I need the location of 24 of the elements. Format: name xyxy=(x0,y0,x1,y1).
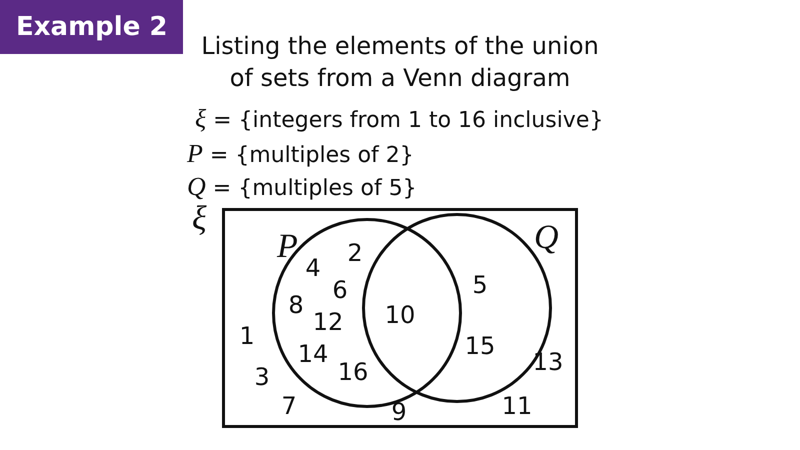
set-element: 5 xyxy=(472,271,488,299)
set-definition: ξ = {integers from 1 to 16 inclusive} xyxy=(195,104,604,134)
title: Listing the elements of the union of sets from a Venn diagram xyxy=(200,31,600,94)
set-definition: Q = {multiples of 5} xyxy=(187,172,417,202)
set-element: 15 xyxy=(464,332,496,360)
set-symbol: ξ xyxy=(192,202,207,236)
set-symbol: P xyxy=(277,230,298,264)
set-element: 14 xyxy=(298,340,328,368)
set-symbol: Q xyxy=(534,221,559,255)
set-element: 9 xyxy=(391,398,407,426)
set-element: 11 xyxy=(502,392,532,420)
set-element: 10 xyxy=(384,301,416,329)
set-element: 8 xyxy=(288,291,304,319)
set-element: 13 xyxy=(532,348,564,376)
set-element: 12 xyxy=(312,308,344,336)
set-element: 2 xyxy=(347,239,363,267)
set-element: 6 xyxy=(332,276,348,304)
set-element: 7 xyxy=(281,392,297,420)
set-element: 16 xyxy=(338,358,368,386)
set-definition: P = {multiples of 2} xyxy=(187,139,414,169)
set-element: 4 xyxy=(305,254,321,282)
set-element: 3 xyxy=(254,363,270,391)
set-element: 1 xyxy=(239,322,255,350)
example-badge: Example 2 xyxy=(0,0,184,54)
